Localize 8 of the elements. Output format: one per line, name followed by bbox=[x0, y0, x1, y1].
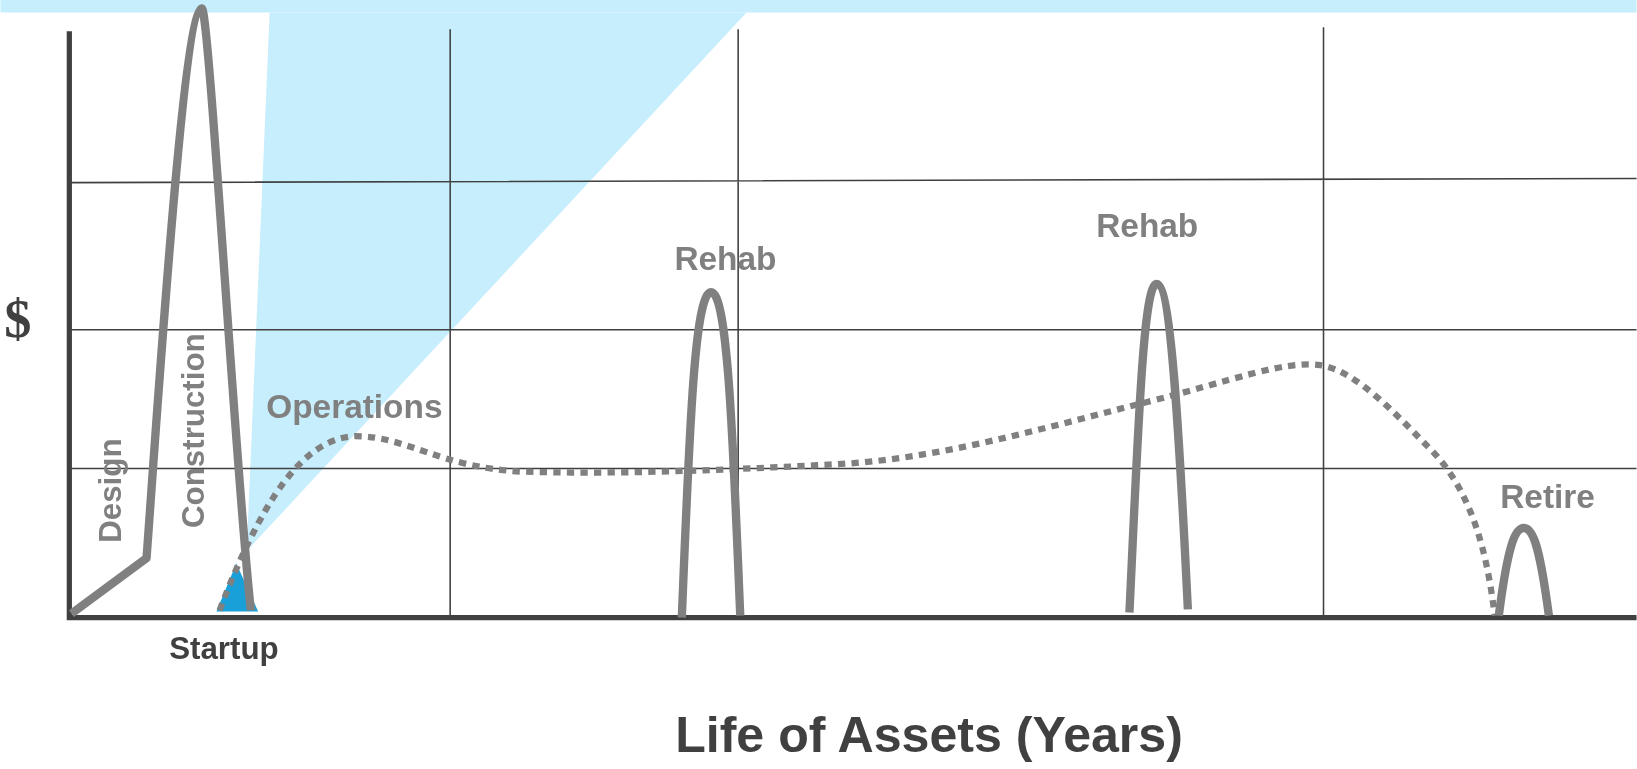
phase-label: Retire bbox=[1500, 480, 1595, 514]
phase-label: Construction bbox=[177, 332, 209, 528]
phase-label: Startup bbox=[169, 632, 279, 664]
phase-label: Operations bbox=[266, 390, 443, 424]
phase-label: Design bbox=[94, 438, 126, 544]
phase-label: Rehab bbox=[1096, 208, 1199, 243]
axis-label: Life of Assets (Years) bbox=[675, 709, 1183, 761]
axis-label: $ bbox=[4, 292, 32, 347]
